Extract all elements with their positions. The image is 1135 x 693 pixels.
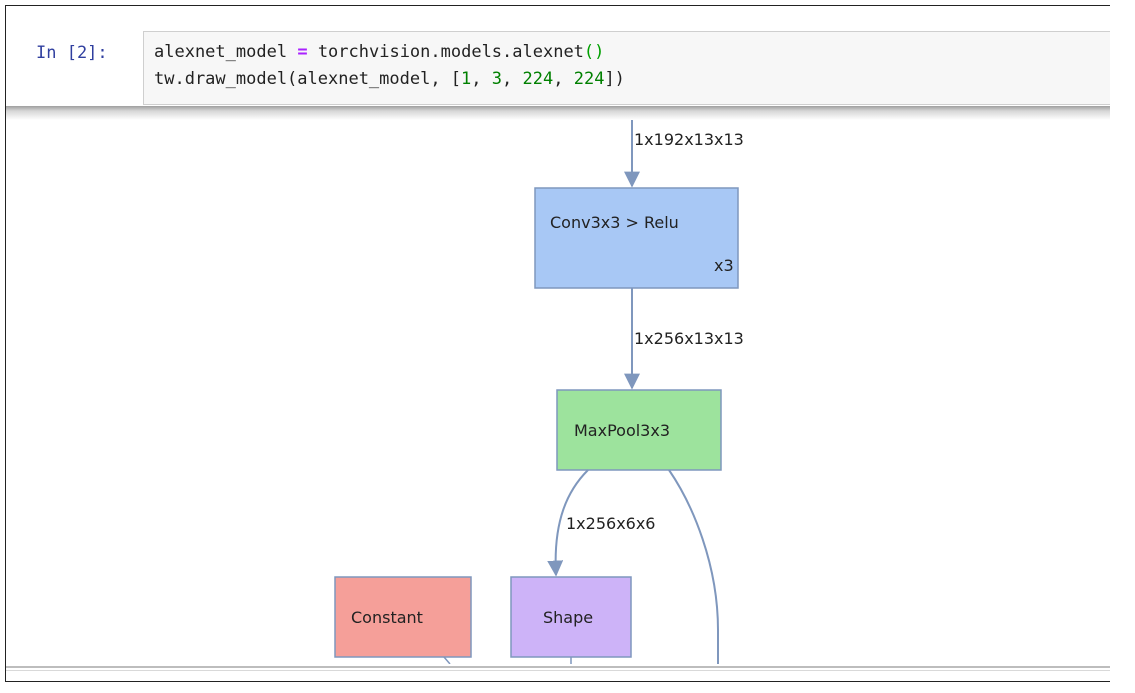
edge-label-conv-pool: 1x256x13x13 (634, 329, 744, 348)
edge-pool-shape (547, 469, 589, 577)
node-constant-label: Constant (351, 608, 423, 627)
code-token: , (502, 69, 523, 89)
code-token: tw.draw_model(alexnet_model, [ (154, 69, 462, 89)
code-token: , (471, 69, 492, 89)
code-input-area[interactable]: alexnet_model = torchvision.models.alexn… (143, 31, 1110, 105)
output-area: 1x192x13x13 Conv3x3 > Relu x3 1x256x13x1… (6, 110, 1110, 664)
node-shape-label: Shape (543, 608, 593, 627)
output-separator (6, 106, 1110, 120)
node-constant[interactable] (334, 576, 472, 658)
node-maxpool-label: MaxPool3x3 (574, 421, 670, 440)
code-operator: = (297, 42, 308, 62)
code-token: () (583, 42, 605, 62)
notebook-frame: In [2]: alexnet_model = torchvision.mode… (5, 5, 1110, 682)
code-line: tw.draw_model(alexnet_model, [1, 3, 224,… (154, 69, 625, 89)
bottom-divider (6, 666, 1110, 668)
node-conv-repeat: x3 (714, 256, 734, 275)
code-number: 1 (461, 69, 472, 89)
graph-output-panel: 1x192x13x13 Conv3x3 > Relu x3 1x256x13x1… (148, 110, 1001, 664)
code-token: torchvision.models.alexnet (317, 42, 584, 62)
node-shape[interactable] (510, 576, 632, 658)
edge-constant-down (443, 656, 451, 664)
node-maxpool[interactable] (556, 389, 722, 471)
edge-label-in-conv: 1x192x13x13 (634, 130, 744, 149)
code-number: 3 (491, 69, 503, 89)
code-token: alexnet_model (154, 42, 288, 62)
code-token: ]) (604, 69, 625, 89)
code-line: alexnet_model = torchvision.models.alexn… (154, 42, 604, 62)
edge-label-pool-shape: 1x256x6x6 (566, 514, 655, 533)
node-conv-relu[interactable] (534, 187, 739, 289)
node-conv-label: Conv3x3 > Relu (550, 213, 679, 232)
code-number: 224 (573, 69, 605, 89)
model-graph: 1x192x13x13 Conv3x3 > Relu x3 1x256x13x1… (334, 110, 744, 664)
edge-pool-down (668, 469, 719, 664)
code-token: , (553, 69, 574, 89)
code-number: 224 (522, 69, 554, 89)
bottom-divider (6, 670, 1110, 671)
cell-prompt: In [2]: (36, 43, 108, 63)
